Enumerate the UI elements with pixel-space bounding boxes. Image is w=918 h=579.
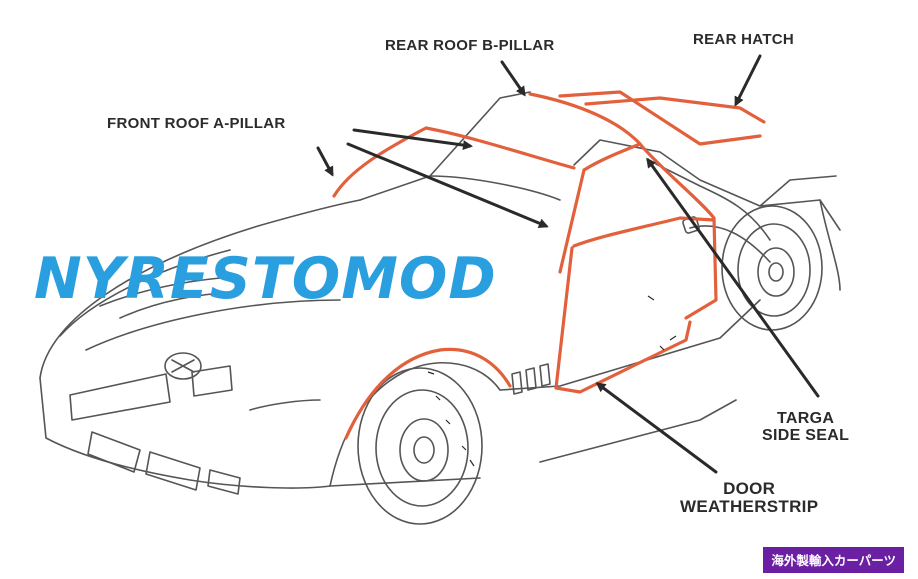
arrow-door-weatherstrip [595, 382, 718, 474]
arrow-a-pillar-windshield [352, 128, 473, 150]
seal-tick-marks [427, 295, 677, 467]
rear-roof-b-pillar-seal [528, 92, 642, 274]
car-body-outline [39, 91, 841, 495]
rear-wheel [721, 205, 823, 331]
label-front-roof-a-pillar: FRONT ROOF A-PILLAR [107, 115, 286, 132]
label-rear-roof-b-pillar: REAR ROOF B-PILLAR [385, 37, 555, 54]
front-wheel [357, 367, 483, 525]
label-targa-side-seal: TARGA SIDE SEAL [762, 410, 850, 445]
front-roof-a-pillar-seal [332, 126, 428, 198]
arrow-targa-side-seal [646, 157, 820, 398]
seal-lines [332, 90, 766, 440]
windshield-top-seal [424, 126, 576, 170]
arrow-rear-hatch [734, 54, 762, 107]
label-door-weatherstrip: DOOR WEATHERSTRIP [680, 480, 818, 516]
callout-arrows [316, 54, 820, 474]
arrow-b-pillar [500, 60, 526, 97]
label-door-line1: DOOR [723, 479, 776, 498]
watermark-text: NYRESTOMOD [34, 246, 497, 312]
rear-hatch-seal [558, 90, 766, 146]
label-targa-line1: TARGA [776, 410, 835, 427]
label-rear-hatch: REAR HATCH [693, 31, 795, 48]
arrow-a-pillar-front [316, 146, 334, 177]
targa-side-seal [638, 142, 718, 320]
door-weatherstrip-seal [554, 216, 716, 394]
wheel-arch-seal [344, 347, 512, 440]
shop-badge: 海外製輸入カーパーツ [763, 547, 904, 573]
label-targa-line2: SIDE SEAL [762, 426, 850, 444]
label-door-line2: WEATHERSTRIP [680, 496, 819, 516]
arrow-a-pillar-inner [346, 142, 549, 228]
